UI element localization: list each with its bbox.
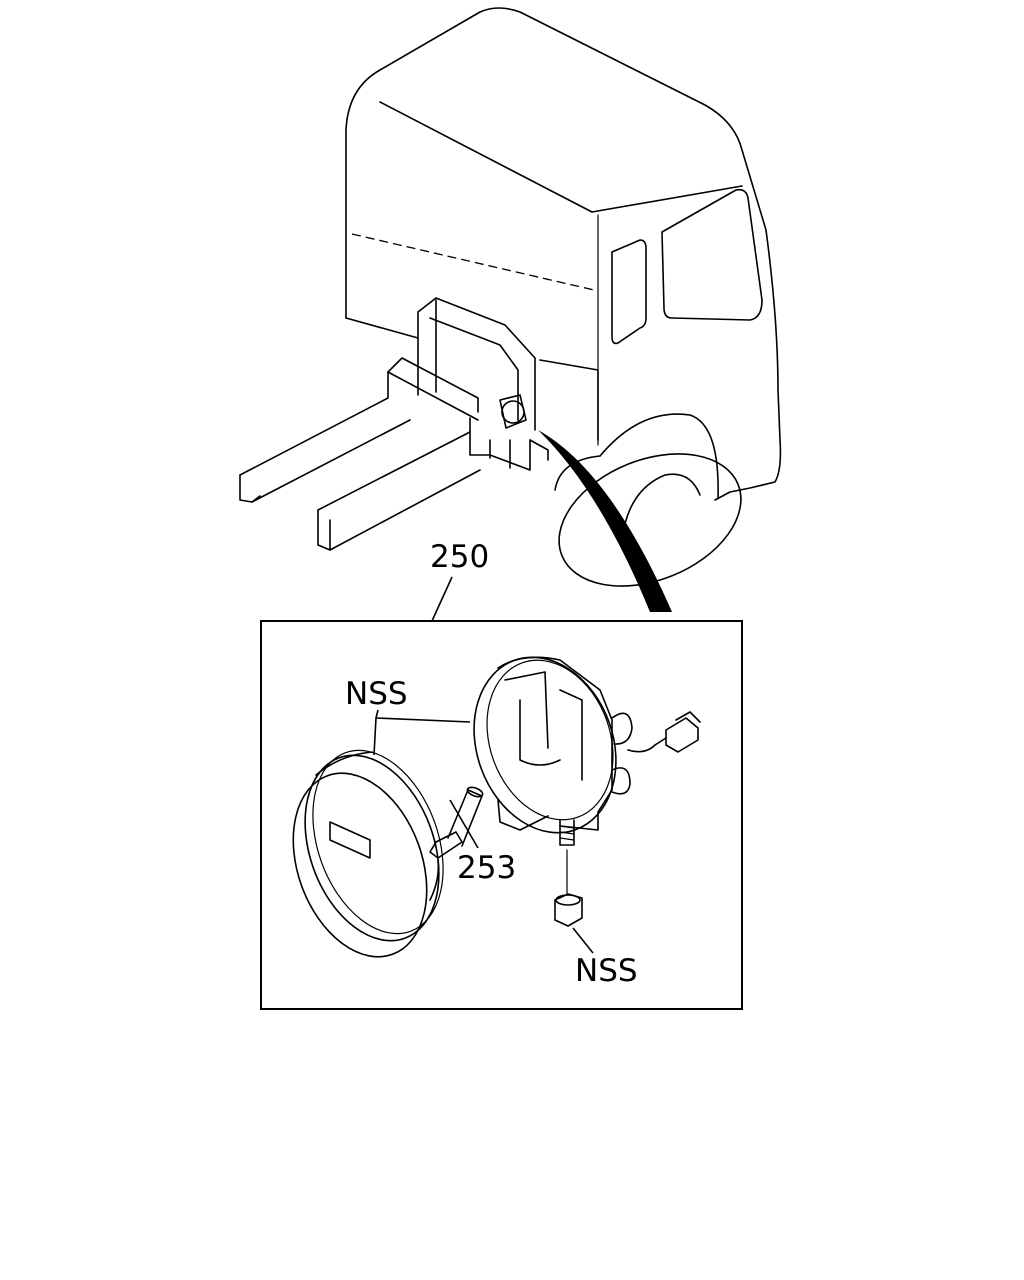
lamp-housing bbox=[473, 656, 701, 846]
callout-bulb: 253 bbox=[457, 850, 516, 886]
callout-nss-lens: NSS bbox=[345, 676, 408, 712]
leader-250 bbox=[431, 576, 453, 622]
leader-nss-nut bbox=[572, 927, 594, 954]
detail-frame bbox=[260, 620, 743, 1010]
callout-nss-nut: NSS bbox=[575, 953, 638, 989]
leader-253 bbox=[449, 799, 479, 849]
callout-assembly: 250 bbox=[430, 539, 489, 575]
nut bbox=[554, 849, 583, 927]
lamp-lens bbox=[292, 749, 444, 958]
bulb bbox=[429, 786, 484, 859]
zoom-indicator bbox=[538, 430, 672, 612]
truck-cab-illustration bbox=[239, 7, 782, 587]
leader-nss-lens bbox=[373, 709, 471, 756]
